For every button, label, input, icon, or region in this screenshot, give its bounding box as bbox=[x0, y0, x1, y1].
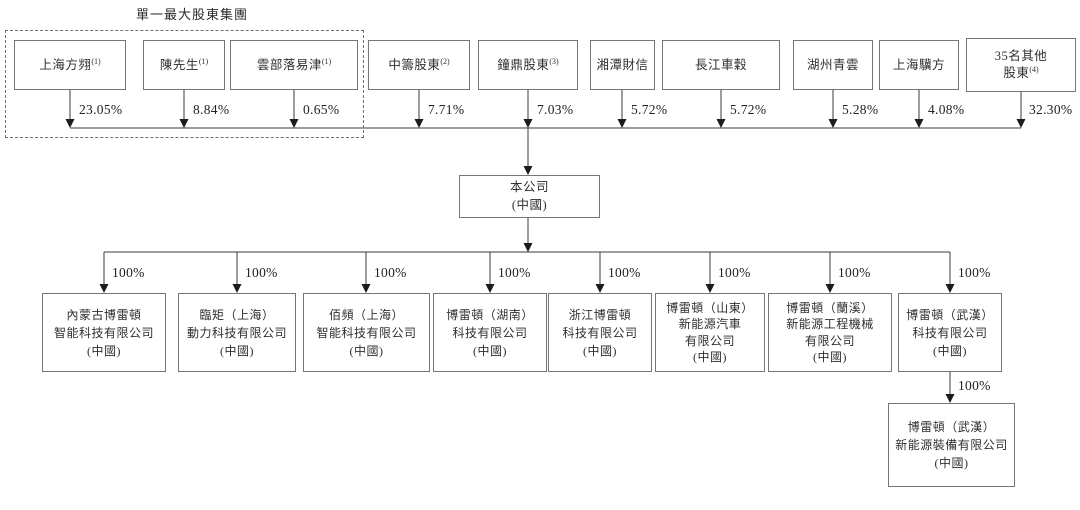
largest-shareholder-group-outline bbox=[5, 30, 364, 138]
subsidiary-name-line: (中國) bbox=[220, 343, 254, 358]
ownership-percentage: 100% bbox=[498, 265, 531, 280]
ownership-percentage: 32.30% bbox=[1029, 102, 1073, 117]
subsidiary-name-line: 博雷頓（湖南） bbox=[446, 307, 534, 322]
subsidiary-name-line: 科技有限公司 bbox=[562, 325, 638, 340]
shareholder-name: 鐘鼎股東(3) bbox=[497, 56, 559, 72]
subsidiary-name-line: (中國) bbox=[933, 343, 967, 358]
subsidiary-box: 博雷頓（蘭溪） 新能源工程機械 有限公司 (中國) bbox=[768, 293, 892, 372]
ownership-percentage: 5.72% bbox=[730, 102, 767, 117]
shareholder-name: 雲部落易津(1) bbox=[256, 56, 332, 72]
shareholder-box: 中籌股東(2) bbox=[368, 40, 470, 90]
ownership-percentage: 0.65% bbox=[303, 102, 340, 117]
subsidiary-name-line: 內蒙古博雷頓 bbox=[66, 307, 142, 322]
subsidiary-name-line: 佰頻（上海） bbox=[328, 307, 404, 322]
shareholder-name: 湖州青雲 bbox=[806, 57, 859, 72]
subsidiary-name-line: 智能科技有限公司 bbox=[53, 325, 154, 340]
ownership-percentage: 4.08% bbox=[928, 102, 965, 117]
ownership-percentage: 23.05% bbox=[79, 102, 123, 117]
subsidiary-name-line: 有限公司 bbox=[684, 333, 735, 348]
subsidiary-name-line: 科技有限公司 bbox=[452, 325, 528, 340]
subsidiary-name-line: 有限公司 bbox=[804, 333, 855, 348]
shareholder-box: 35名其他 股東(4) bbox=[966, 38, 1076, 92]
ownership-percentage: 100% bbox=[718, 265, 751, 280]
subsidiary-box: 博雷頓（武漢） 科技有限公司 (中國) bbox=[898, 293, 1002, 372]
subsidiary-name-line: (中國) bbox=[693, 349, 727, 364]
subsidiary-name-line: 科技有限公司 bbox=[912, 325, 988, 340]
subsidiary-name-line: (中國) bbox=[583, 343, 617, 358]
shareholder-box: 上海驥方 bbox=[879, 40, 959, 90]
subsidiary-name-line: (中國) bbox=[87, 343, 121, 358]
subsidiary-name-line: (中國) bbox=[349, 343, 384, 358]
subsidiary-name-line: 博雷頓（武漢） bbox=[906, 307, 994, 322]
company-jurisdiction: (中國) bbox=[511, 197, 548, 212]
subsidiary-box: 臨矩（上海） 動力科技有限公司 (中國) bbox=[178, 293, 296, 372]
subsidiary-name-line: 新能源工程機械 bbox=[786, 317, 874, 332]
subsidiary-name-line: (中國) bbox=[473, 343, 507, 358]
subsidiary-name-line: 智能科技有限公司 bbox=[316, 325, 417, 340]
subsidiary-name-line: 博雷頓（山東） bbox=[666, 301, 754, 316]
ownership-percentage: 7.03% bbox=[537, 102, 574, 117]
largest-shareholder-group-label: 單一最大股東集團 bbox=[135, 7, 248, 22]
shareholder-box: 上海方翙(1) bbox=[14, 40, 126, 90]
shareholder-box: 雲部落易津(1) bbox=[230, 40, 358, 90]
company-name: 本公司 bbox=[509, 180, 549, 194]
shareholder-box: 長江車穀 bbox=[662, 40, 780, 90]
shareholder-name: 上海驥方 bbox=[892, 57, 945, 72]
subsidiary-name-line: 新能源裝備有限公司 bbox=[895, 438, 1008, 452]
shareholder-box: 鐘鼎股東(3) bbox=[478, 40, 578, 90]
shareholder-name: 中籌股東(2) bbox=[388, 56, 450, 72]
ownership-percentage: 100% bbox=[245, 265, 278, 280]
subsidiary-name-line: 博雷頓（蘭溪） bbox=[786, 301, 874, 316]
ownership-percentage: 100% bbox=[112, 265, 145, 280]
subsidiary-name-line: 博雷頓（武漢） bbox=[907, 420, 996, 434]
subsidiary-name-line: (中國) bbox=[934, 456, 969, 470]
ownership-percentage: 100% bbox=[838, 265, 871, 280]
ownership-percentage: 100% bbox=[958, 378, 991, 393]
shareholder-name: 35名其他 bbox=[994, 49, 1048, 64]
ownership-percentage: 100% bbox=[958, 265, 991, 280]
ownership-percentage: 5.72% bbox=[631, 102, 668, 117]
subsidiary-name-line: (中國) bbox=[813, 349, 847, 364]
subsidiary-box: 博雷頓（山東） 新能源汽車 有限公司 (中國) bbox=[655, 293, 765, 372]
subsidiary-name-line: 動力科技有限公司 bbox=[186, 325, 287, 340]
ownership-percentage: 100% bbox=[374, 265, 407, 280]
shareholder-name: 陳先生(1) bbox=[159, 56, 209, 72]
shareholder-box: 湘潭財信 bbox=[590, 40, 655, 90]
shareholder-name: 湘潭財信 bbox=[596, 57, 649, 72]
subsidiary-name-line: 浙江博雷頓 bbox=[568, 307, 632, 322]
company-box: 本公司 (中國) bbox=[459, 175, 600, 218]
shareholder-name: 股東(4) bbox=[1003, 64, 1039, 80]
shareholder-box: 陳先生(1) bbox=[143, 40, 225, 90]
second-tier-subsidiary-box: 博雷頓（武漢） 新能源裝備有限公司 (中國) bbox=[888, 403, 1015, 487]
subsidiary-box: 佰頻（上海） 智能科技有限公司 (中國) bbox=[303, 293, 430, 372]
ownership-percentage: 100% bbox=[608, 265, 641, 280]
subsidiary-box: 內蒙古博雷頓 智能科技有限公司 (中國) bbox=[42, 293, 166, 372]
ownership-percentage: 8.84% bbox=[193, 102, 230, 117]
shareholder-box: 湖州青雲 bbox=[793, 40, 873, 90]
shareholder-name: 長江車穀 bbox=[694, 57, 747, 72]
ownership-percentage: 7.71% bbox=[428, 102, 465, 117]
ownership-percentage: 5.28% bbox=[842, 102, 879, 117]
subsidiary-box: 浙江博雷頓 科技有限公司 (中國) bbox=[548, 293, 652, 372]
shareholder-name: 上海方翙(1) bbox=[39, 56, 101, 72]
subsidiary-name-line: 臨矩（上海） bbox=[199, 307, 275, 322]
subsidiary-name-line: 新能源汽車 bbox=[678, 317, 742, 332]
subsidiary-box: 博雷頓（湖南） 科技有限公司 (中國) bbox=[433, 293, 547, 372]
